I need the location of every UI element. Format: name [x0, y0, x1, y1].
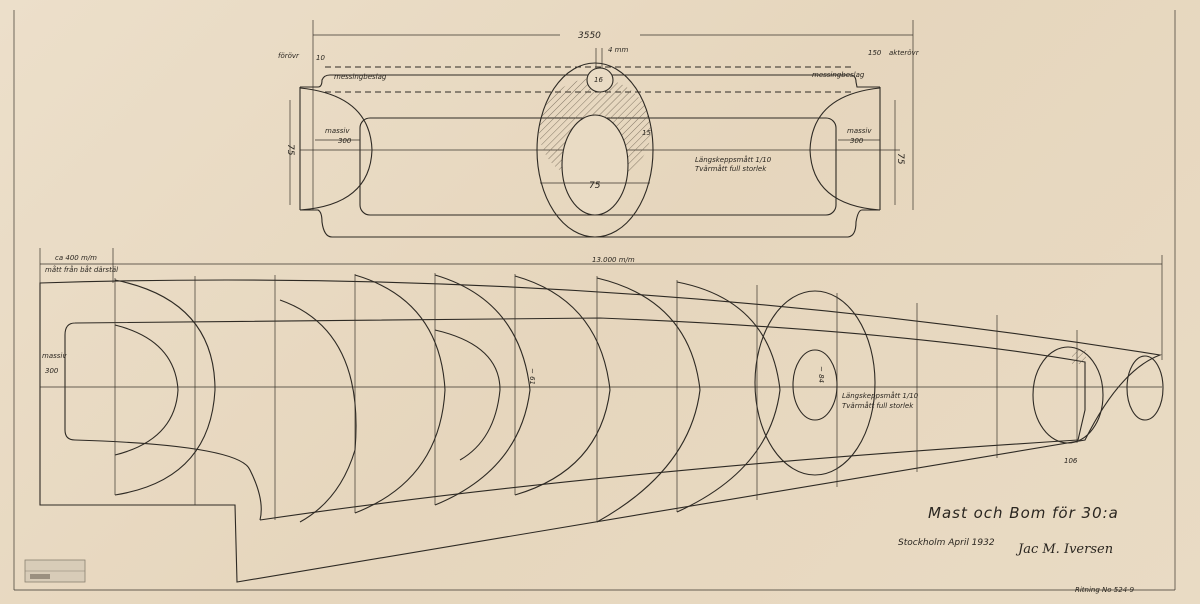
section-mark-1: ~ 61 — [528, 368, 536, 385]
section-width: 75 — [589, 181, 601, 191]
place-date: Stockholm April 1932 — [898, 538, 995, 548]
tip-dim: 106 — [1064, 457, 1078, 465]
top-overall-length: 3550 — [578, 31, 601, 41]
offset-note: mått från båt därstäl — [45, 265, 118, 274]
solid-right-dim: 300 — [850, 137, 864, 145]
height-right: 75 — [895, 153, 905, 165]
height-left: 75 — [285, 144, 295, 156]
slot-width: 4 mm — [608, 46, 628, 54]
solid-right: massiv — [847, 127, 872, 135]
aft-dim: 150 — [868, 49, 882, 57]
top-view-drawing — [289, 20, 914, 238]
top-note-line1: Längskeppsmått 1/10 — [695, 155, 772, 164]
fitting-right: messingbeslag — [812, 71, 865, 79]
aft-label: akterövr — [889, 49, 920, 57]
wall-thickness: 15 — [642, 129, 651, 137]
section-mark-2: ~ 84 — [817, 366, 825, 383]
offset-dim: ca 400 m/m — [55, 254, 97, 262]
top-note-line2: Tvärmått full storlek — [695, 164, 767, 173]
solid-left-dim: 300 — [338, 137, 352, 145]
signature: Jac M. Iversen — [1015, 542, 1113, 557]
drawing-number: Ritning No 524-9 — [1075, 586, 1135, 594]
hole-diameter: 16 — [594, 76, 603, 84]
museum-stamp — [24, 559, 86, 583]
mast-note-line1: Längskeppsmått 1/10 — [842, 391, 919, 400]
forward-dim: 10 — [316, 54, 325, 62]
mast-profile-drawing — [39, 248, 1164, 583]
drawing-title: Mast och Bom för 30:a — [928, 504, 1119, 522]
mast-note-line2: Tvärmått full storlek — [842, 401, 914, 410]
mast-solid-dim: 300 — [45, 367, 59, 375]
fitting-left: messingbeslag — [334, 73, 387, 81]
solid-left: massiv — [325, 127, 350, 135]
mast-cross-section — [536, 62, 654, 238]
mast-solid-label: massiv — [42, 352, 67, 360]
mast-overall-length: 13.000 m/m — [592, 256, 635, 264]
forward-label: förövr — [278, 52, 300, 60]
